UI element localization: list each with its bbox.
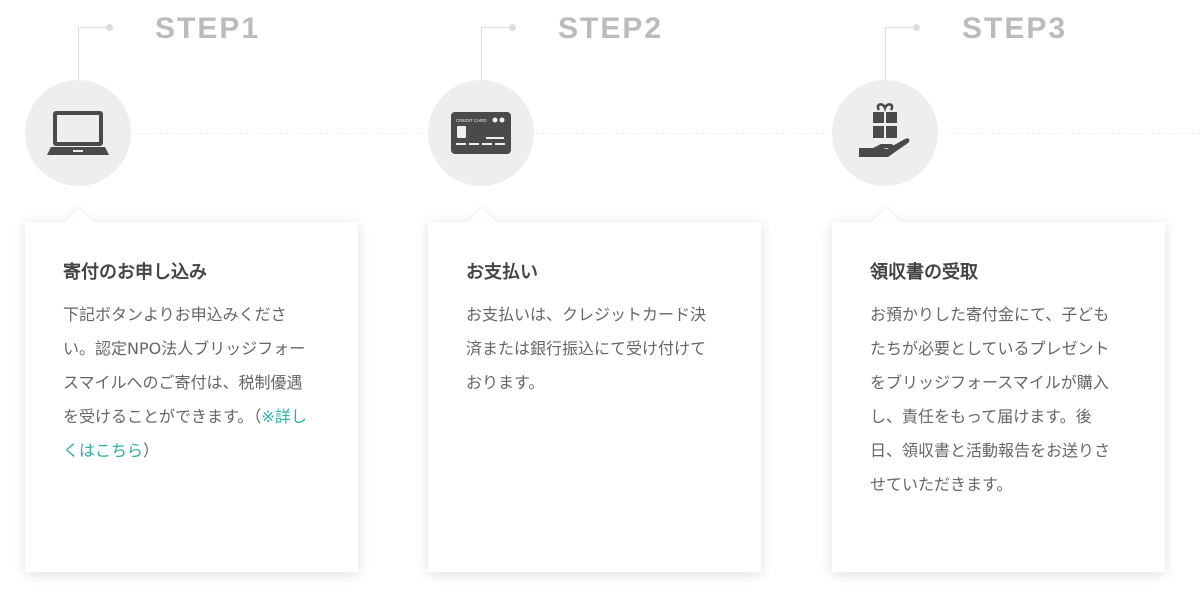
step-title: 領収書の受取 bbox=[870, 262, 978, 283]
leader-line bbox=[481, 27, 511, 28]
leader-line bbox=[885, 27, 886, 81]
step-3: STEP3 領収書の受取 お預かりした寄付金にて、子どもたちが必要としているプレ… bbox=[832, 0, 1166, 594]
step-icon-circle bbox=[25, 80, 131, 186]
step-card: お支払い お支払いは、クレジットカード決済または銀行振込にて受け付けております。 bbox=[428, 222, 761, 572]
description-text: 下記ボタンよりお申込みください。認定NPO法人ブリッジフォースマイルへのご寄付は… bbox=[63, 305, 306, 426]
leader-dot bbox=[913, 24, 920, 31]
step-description: お支払いは、クレジットカード決済または銀行振込にて受け付けております。 bbox=[466, 305, 707, 392]
timeline-connector bbox=[130, 133, 1200, 134]
step-description: お預かりした寄付金にて、子どもたちが必要としているプレゼントをブリッジフォースマ… bbox=[870, 305, 1111, 494]
leader-line bbox=[481, 27, 482, 81]
credit-card-icon: CREDIT CARD bbox=[451, 112, 511, 154]
laptop-icon bbox=[47, 111, 109, 155]
gift-hand-icon bbox=[859, 103, 910, 157]
leader-line bbox=[78, 27, 79, 81]
step-card: 寄付のお申し込み 下記ボタンよりお申込みください。認定NPO法人ブリッジフォース… bbox=[25, 222, 358, 572]
leader-dot bbox=[509, 24, 516, 31]
step-title: お支払い bbox=[466, 262, 538, 283]
leader-dot bbox=[106, 24, 113, 31]
step-label: STEP1 bbox=[155, 12, 261, 45]
step-2: STEP2 CREDIT CARD お支払い お支払いは、クレジットカード決済ま… bbox=[428, 0, 762, 594]
step-1: STEP1 寄付のお申し込み 下記ボタンよりお申込みください。認定NPO法人ブリ… bbox=[25, 0, 359, 594]
leader-line bbox=[78, 27, 108, 28]
step-label: STEP3 bbox=[962, 12, 1068, 45]
leader-line bbox=[885, 27, 915, 28]
description-text-end: ） bbox=[143, 441, 160, 460]
step-title: 寄付のお申し込み bbox=[63, 262, 207, 283]
step-card: 領収書の受取 お預かりした寄付金にて、子どもたちが必要としているプレゼントをブリ… bbox=[832, 222, 1165, 572]
step-description: 下記ボタンよりお申込みください。認定NPO法人ブリッジフォースマイルへのご寄付は… bbox=[63, 298, 315, 468]
step-label: STEP2 bbox=[558, 12, 664, 45]
details-link[interactable]: ※詳しくはこちら bbox=[63, 407, 307, 460]
step-icon-circle bbox=[832, 80, 938, 186]
card-text: CREDIT CARD bbox=[456, 118, 487, 123]
step-icon-circle: CREDIT CARD bbox=[428, 80, 534, 186]
